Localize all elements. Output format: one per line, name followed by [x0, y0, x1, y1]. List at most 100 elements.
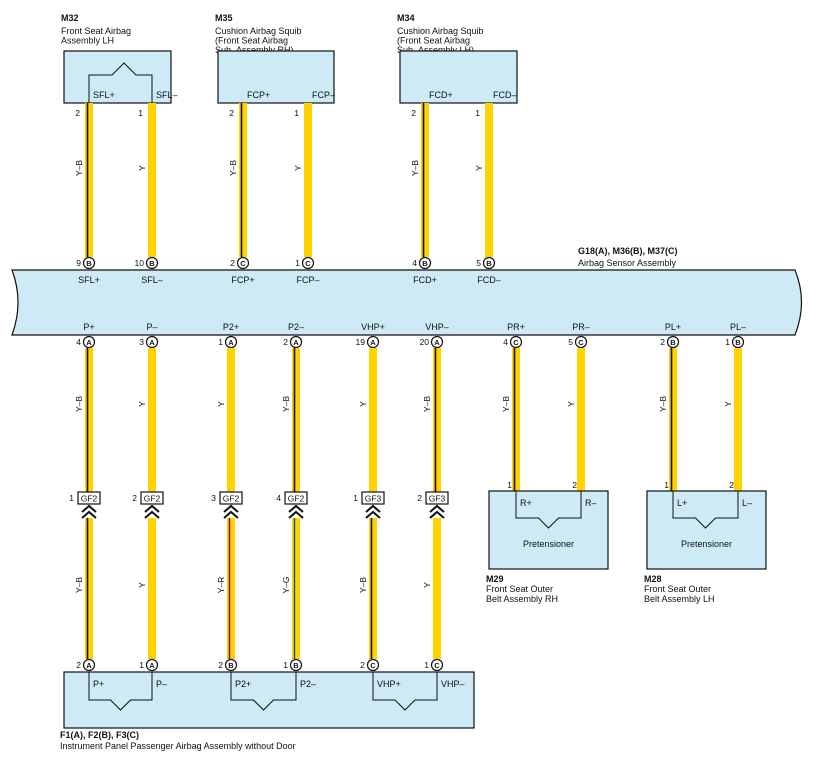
- pin-number: 5: [568, 337, 573, 347]
- pin-number: 2: [729, 480, 734, 490]
- pin-number: 4: [412, 258, 417, 268]
- pretensioner-label: Pretensioner: [523, 539, 574, 549]
- component-name: Front Seat Outer: [486, 584, 553, 594]
- wire-color-label: Y–B: [658, 396, 668, 412]
- junction-connector: [77, 491, 101, 505]
- pin-label: VHP+: [377, 679, 401, 689]
- pin-label: SFL+: [93, 90, 115, 100]
- wire-color-label: Y–B: [358, 577, 368, 593]
- connector-letter: A: [86, 661, 92, 670]
- pin-label: R–: [585, 498, 597, 508]
- pin-label: FCD–: [493, 90, 517, 100]
- sensor-connector: [574, 335, 588, 349]
- wire-insulation: [433, 518, 441, 659]
- pin-number: 9: [76, 258, 81, 268]
- sensor-connector: [236, 256, 250, 270]
- pretensioner-label: Pretensioner: [681, 539, 732, 549]
- wire-insulation: [304, 103, 312, 257]
- component-name: Front Seat Airbag: [61, 26, 131, 36]
- sensor-connector: [509, 335, 523, 349]
- wire-color-label: Y: [137, 165, 147, 171]
- connector-letter: C: [370, 661, 376, 670]
- pin-number: 2: [75, 108, 80, 118]
- pin-label: L–: [742, 498, 752, 508]
- pin-number: 2: [230, 258, 235, 268]
- wire-insulation: [148, 103, 156, 257]
- pin-label: L+: [677, 498, 687, 508]
- wire-top-3: [304, 103, 312, 257]
- component-name: (Front Seat Airbag: [397, 36, 470, 46]
- wire-bottom-upper-1: [148, 348, 156, 492]
- wire-color-label: Y–R: [216, 577, 226, 594]
- m35-box: [217, 50, 335, 104]
- pin-number: 1: [725, 337, 730, 347]
- wire-insulation: [669, 348, 677, 491]
- sensor-code: G18(A), M36(B), M37(C): [578, 246, 678, 256]
- junction-name: GF2: [81, 494, 98, 504]
- component-code: M32: [61, 13, 79, 23]
- connector-chevron: [81, 510, 97, 519]
- pin-number: 2: [229, 108, 234, 118]
- wire-insulation: [148, 348, 156, 492]
- junction-connector: [284, 491, 308, 505]
- wire-color-label: Y: [137, 401, 147, 407]
- pin-label: P–: [156, 679, 167, 689]
- component-code: M35: [215, 13, 233, 23]
- assembly-name: Instrument Panel Passenger Airbag Assemb…: [60, 741, 296, 751]
- wire-insulation: [512, 348, 520, 491]
- pin-label: VHP–: [441, 679, 465, 689]
- sensor-pin-label: VHP+: [361, 322, 385, 332]
- sensor-connector: [289, 335, 303, 349]
- wire-insulation: [734, 348, 742, 491]
- component-name: Belt Assembly RH: [486, 594, 558, 604]
- wire-color-label: Y: [216, 401, 226, 407]
- connector-letter: A: [149, 338, 155, 347]
- connector-letter: A: [370, 338, 376, 347]
- wire-insulation: [85, 518, 93, 659]
- wire-bottom-upper-2: [227, 348, 235, 492]
- connector-letter: B: [228, 661, 234, 670]
- pin-number: 1: [218, 337, 223, 347]
- wire-insulation: [239, 103, 247, 257]
- wire-bottom-lower-3: [292, 518, 300, 659]
- connector-chevron: [365, 510, 381, 519]
- wire-insulation: [577, 348, 585, 491]
- component-name: Cushion Airbag Squib: [397, 26, 484, 36]
- sensor-pin-label: FCP–: [296, 275, 319, 285]
- pin-number: 1: [295, 258, 300, 268]
- connector-chevron: [144, 504, 160, 513]
- pin-number: 1: [69, 493, 74, 503]
- pin-number: 4: [76, 337, 81, 347]
- pin-number: 2: [411, 108, 416, 118]
- m29-box: [488, 490, 609, 570]
- wire-insulation: [148, 518, 156, 659]
- pin-number: 1: [353, 493, 358, 503]
- wire-insulation: [227, 518, 235, 659]
- component-name: Sub–Assembly LH): [397, 45, 474, 55]
- component-name: Front Seat Outer: [644, 584, 711, 594]
- connector-letter: A: [86, 338, 92, 347]
- connector-chevron: [223, 510, 239, 519]
- sensor-pin-label: SFL+: [78, 275, 100, 285]
- component-name: Sub–Assembly RH): [215, 45, 294, 55]
- pin-number: 1: [475, 108, 480, 118]
- wire-bottom-upper-3: [292, 348, 300, 492]
- junction-name: GF2: [223, 494, 240, 504]
- wire-bottom-lower-1: [148, 518, 156, 659]
- wire-color-label: Y: [474, 165, 484, 171]
- sensor-connector: [666, 335, 680, 349]
- connector-chevron: [288, 510, 304, 519]
- wire-bottom-upper-0: [85, 348, 93, 492]
- pin-number: 1: [507, 480, 512, 490]
- sensor-pin-label: VHP–: [425, 322, 449, 332]
- sensor-connector: [731, 335, 745, 349]
- wire-insulation: [85, 348, 93, 492]
- wire-top-5: [485, 103, 493, 257]
- pin-number: 2: [660, 337, 665, 347]
- pin-number: 4: [276, 493, 281, 503]
- sensor-pin-label: P–: [146, 322, 157, 332]
- connector-chevron: [288, 504, 304, 513]
- squib-symbol: [88, 62, 153, 103]
- connector-letter: B: [293, 661, 299, 670]
